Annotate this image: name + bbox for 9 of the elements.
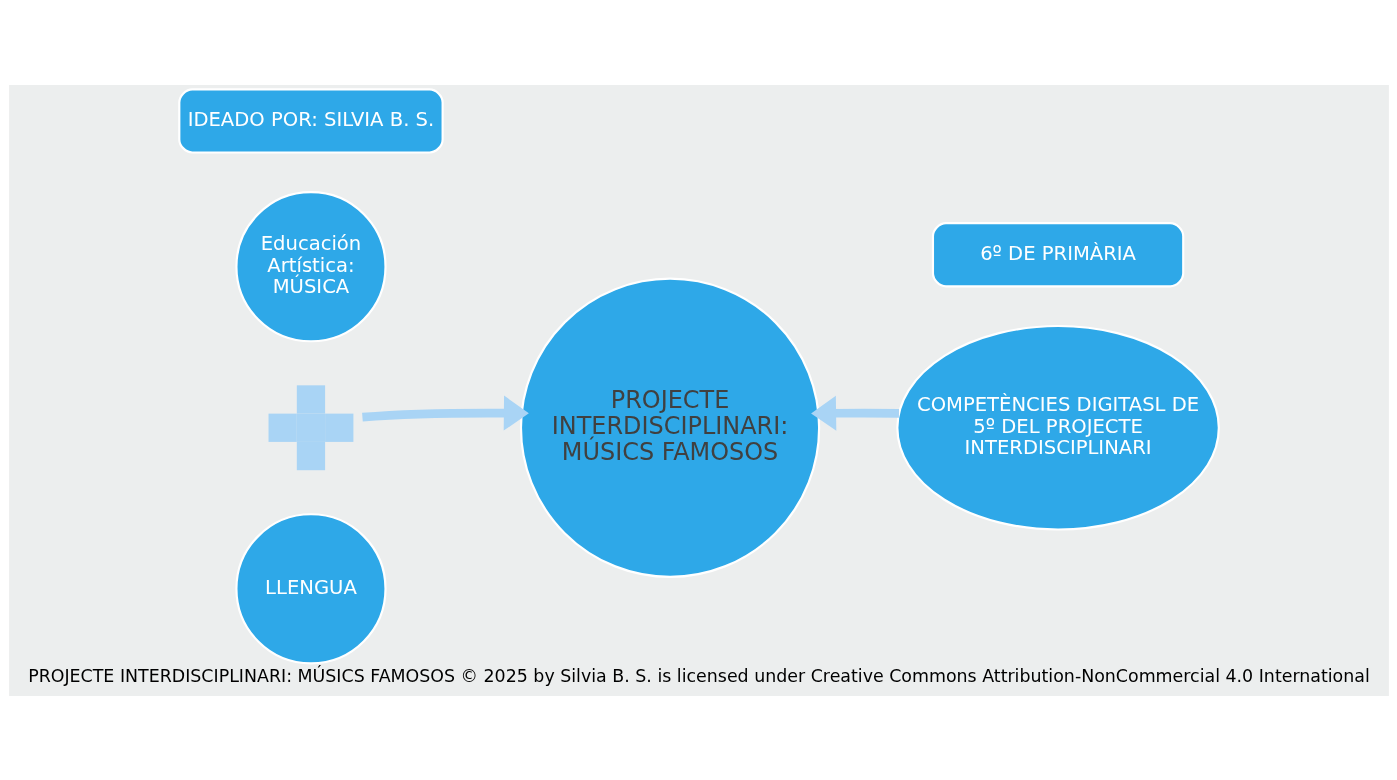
node-circle: PROJECTE INTERDISCIPLINARI: MÚSICS FAMOSOS bbox=[519, 277, 820, 578]
caption: PROJECTE INTERDISCIPLINARI: MÚSICS FAMOSOS © 2025 by Silvia B. S. is licensed under Creative Commons Attribution-NonCommercial 4.0 International bbox=[27, 665, 1370, 686]
node-circle: LLENGUA bbox=[234, 512, 387, 664]
node-box: IDEADO POR: SILVIA B. S. bbox=[177, 87, 444, 154]
node-ellipse: COMPETÈNCIES DIGITASL DE 5º DEL PROJECTE INTERDISCIPLINARI bbox=[895, 324, 1220, 531]
arrow bbox=[810, 395, 899, 431]
node-box: 6º DE PRIMÀRIA bbox=[931, 221, 1184, 287]
arrow bbox=[361, 395, 529, 431]
node-circle: Educación Artística: MÚSICA bbox=[234, 190, 387, 342]
